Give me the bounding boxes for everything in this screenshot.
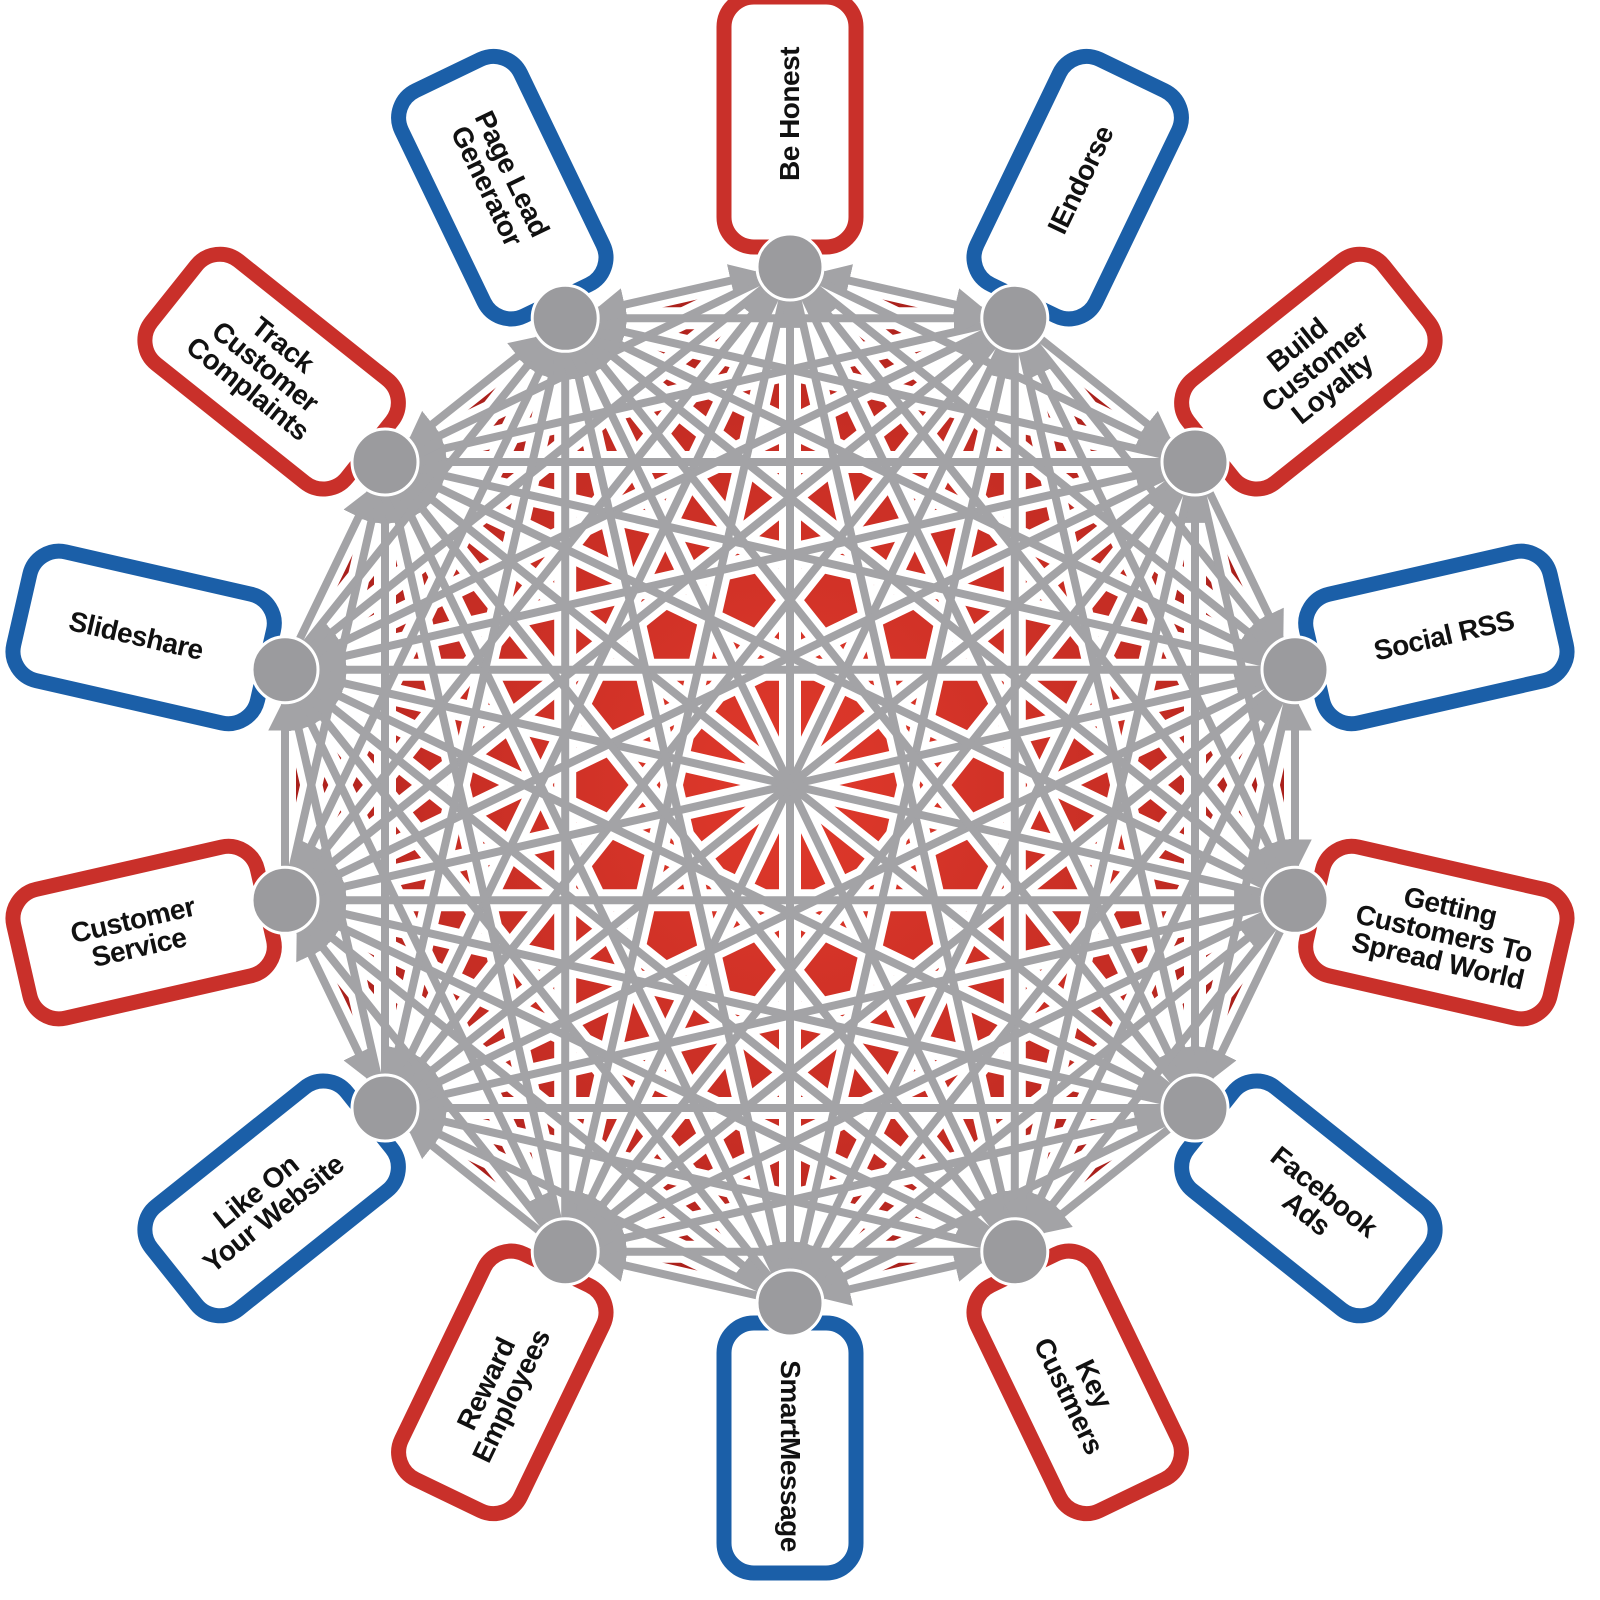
node-circle bbox=[530, 1217, 600, 1287]
edge-arrow bbox=[296, 924, 374, 1084]
nodes-layer bbox=[250, 232, 1330, 1338]
tag-box bbox=[716, 1315, 864, 1581]
tag-customer-service bbox=[5, 838, 282, 1027]
node-circle bbox=[1260, 635, 1330, 705]
node-circle bbox=[755, 1268, 825, 1338]
tag-key-custmers bbox=[966, 1243, 1189, 1522]
tag-box bbox=[5, 838, 282, 1027]
tag-smartmessage bbox=[716, 1315, 864, 1581]
tag-box bbox=[716, 0, 864, 255]
edge-arrow bbox=[406, 335, 544, 445]
node-circle bbox=[1160, 427, 1230, 497]
node-circle bbox=[530, 283, 600, 353]
tag-box bbox=[391, 48, 614, 327]
tag-getting-customers-to-spread-world bbox=[1298, 838, 1575, 1027]
tag-box bbox=[391, 1243, 614, 1522]
node-circle bbox=[350, 1073, 420, 1143]
tag-page-lead-generator bbox=[391, 48, 614, 327]
node-circle bbox=[755, 232, 825, 302]
tag-box bbox=[1298, 543, 1575, 732]
node-circle bbox=[350, 427, 420, 497]
edge-arrow bbox=[296, 486, 374, 641]
tag-box bbox=[966, 1243, 1189, 1522]
tag-box bbox=[966, 48, 1189, 327]
tag-reward-employees bbox=[391, 1243, 614, 1522]
tag-box bbox=[1298, 838, 1575, 1027]
node-circle bbox=[1260, 865, 1330, 935]
node-circle bbox=[250, 635, 320, 705]
edge-arrow bbox=[816, 1248, 989, 1306]
tag-social-rss bbox=[1298, 543, 1575, 732]
node-circle bbox=[980, 283, 1050, 353]
edges-layer bbox=[268, 264, 1312, 1306]
tag-slideshare bbox=[5, 543, 282, 732]
tag-box bbox=[5, 543, 282, 732]
tag-iendorse bbox=[966, 48, 1189, 327]
node-circle bbox=[980, 1217, 1050, 1287]
node-circle bbox=[250, 865, 320, 935]
edge-arrow bbox=[562, 344, 793, 1277]
tag-be-honest bbox=[716, 0, 864, 255]
node-circle bbox=[1160, 1073, 1230, 1143]
